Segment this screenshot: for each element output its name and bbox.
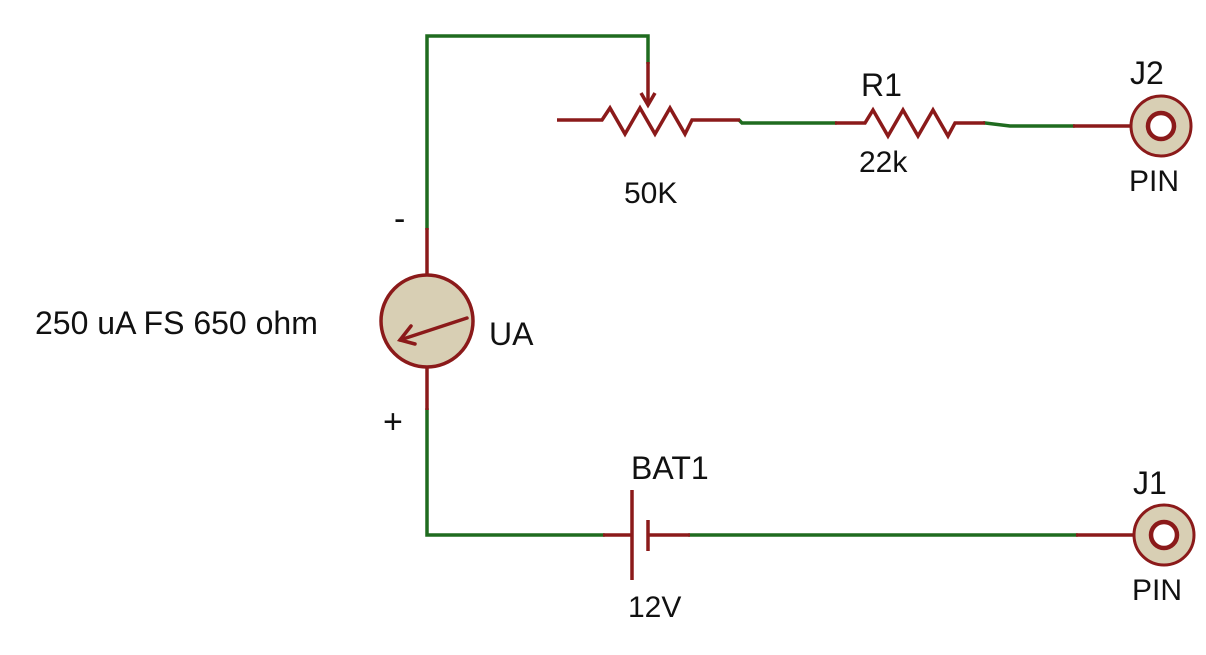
- battery-icon: [603, 490, 690, 580]
- battery-value-label: 12V: [628, 591, 681, 624]
- resistor-value-label: 22k: [859, 146, 908, 179]
- resistor-r1[interactable]: R1 22k: [835, 67, 985, 179]
- wires: [425, 34, 1078, 537]
- j1-name-label: J1: [1133, 465, 1167, 501]
- ammeter-ua[interactable]: - + 250 uA FS 650 ohm UA: [35, 200, 534, 441]
- potentiometer-icon: [557, 62, 740, 138]
- wire-meter-to-bat1: [425, 408, 605, 537]
- connector-j1[interactable]: J1 PIN: [1076, 465, 1196, 607]
- battery-name-label: BAT1: [631, 450, 709, 486]
- meter-needle: [396, 316, 469, 346]
- wire-meter-to-pot-wiper: [425, 34, 650, 230]
- j2-type-label: PIN: [1129, 165, 1179, 198]
- j2-name-label: J2: [1130, 55, 1164, 91]
- battery-bat1[interactable]: BAT1 12V: [603, 450, 709, 624]
- wire-pot-to-r1: [737, 118, 837, 125]
- meter-plus-sign: +: [383, 403, 403, 441]
- meter-minus-sign: -: [394, 200, 405, 238]
- resistor-icon: [835, 106, 985, 140]
- meter-rating-label: 250 uA FS 650 ohm: [35, 305, 318, 341]
- connector-j2[interactable]: J2 PIN: [1073, 55, 1193, 198]
- potentiometer-value-label: 50K: [624, 177, 677, 210]
- pin-terminal-icon: [1132, 503, 1196, 567]
- j1-type-label: PIN: [1132, 574, 1182, 607]
- meter-name-label: UA: [489, 316, 534, 352]
- potentiometer[interactable]: 50K: [557, 62, 740, 210]
- pin-terminal-icon: [1129, 94, 1193, 158]
- wire-r1-to-j2: [983, 121, 1075, 128]
- resistor-name-label: R1: [861, 67, 902, 103]
- ammeter-icon: [379, 273, 475, 369]
